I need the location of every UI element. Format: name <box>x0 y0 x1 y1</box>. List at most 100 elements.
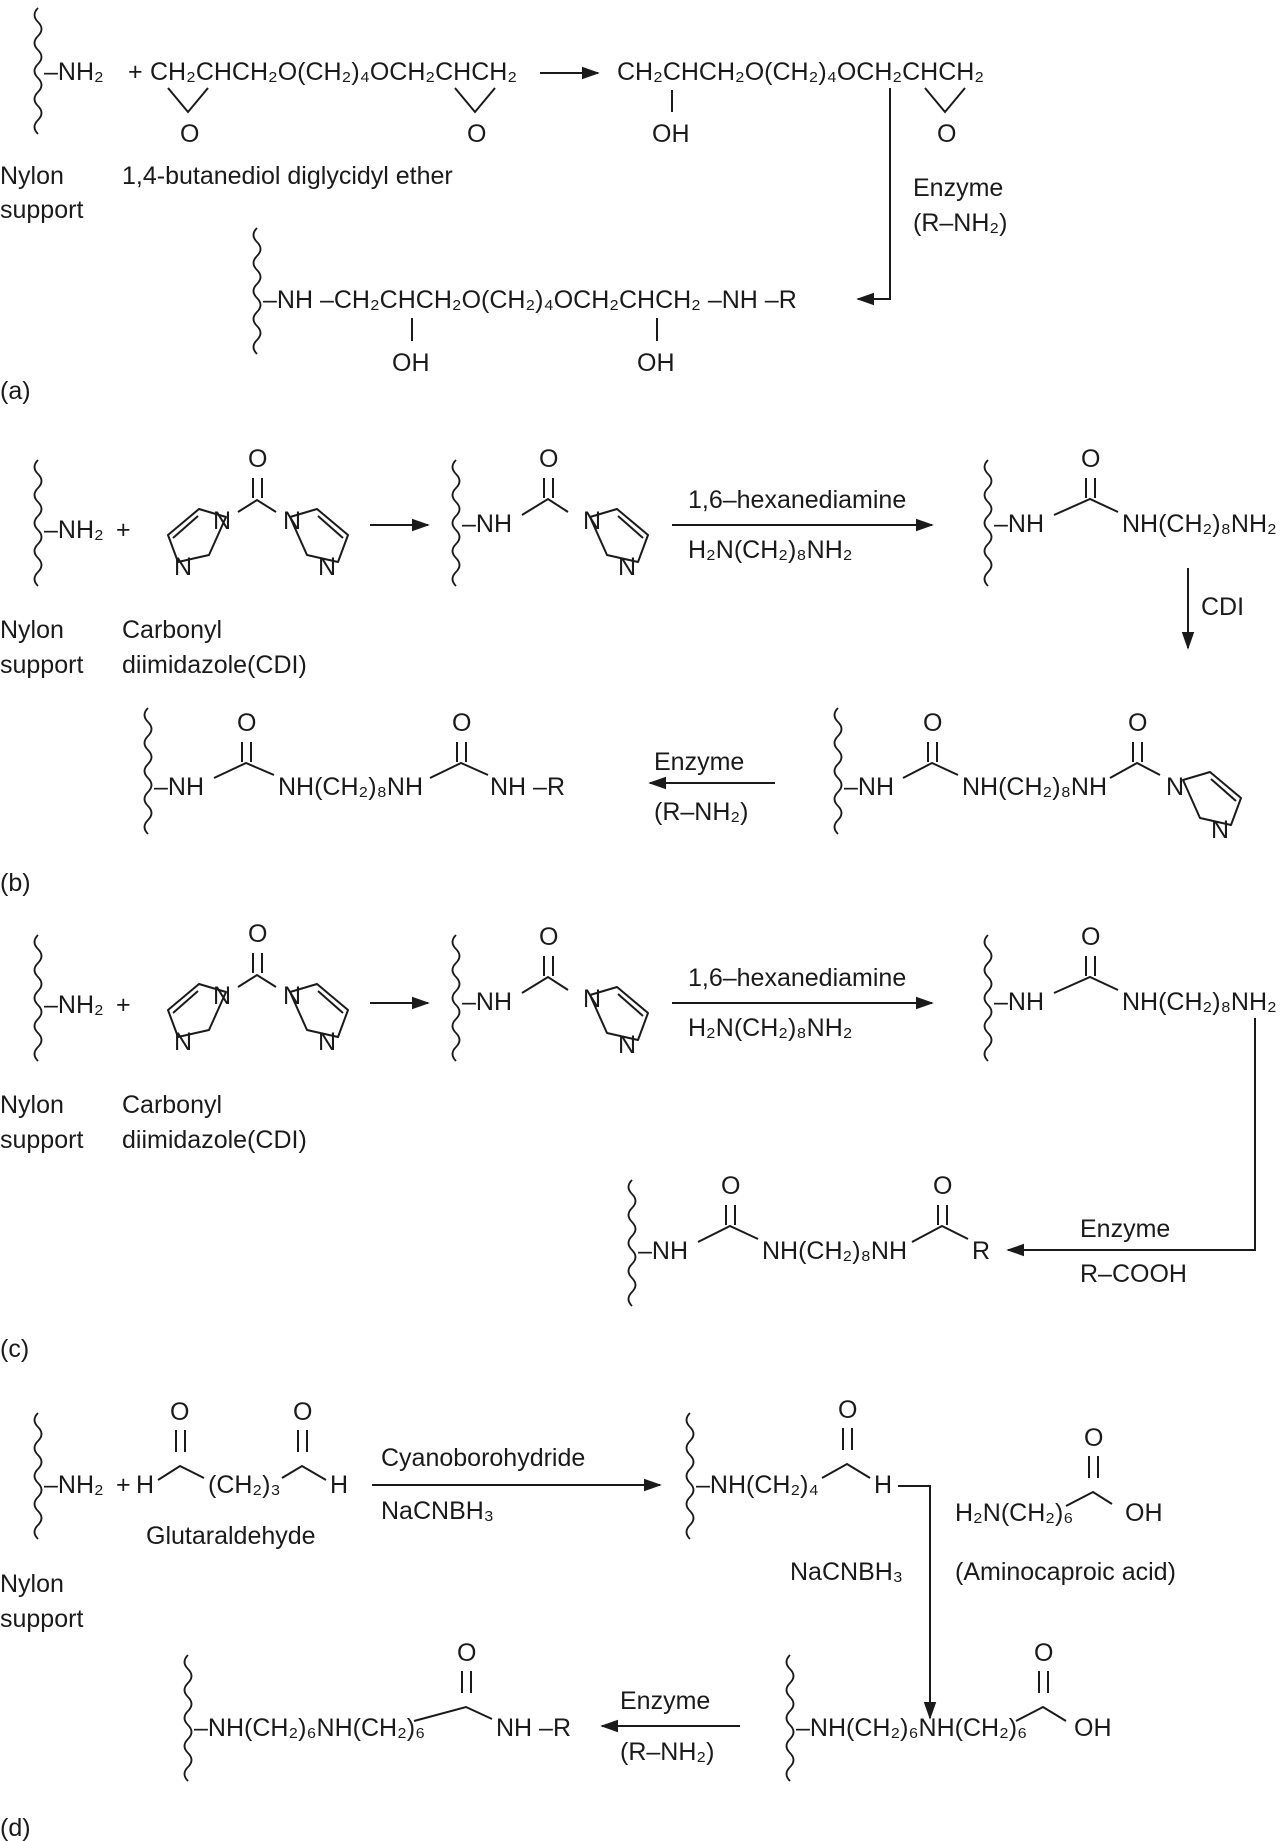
enzyme-label: Enzyme <box>913 174 1003 202</box>
trimethylene-chain: (CH₂)₃ <box>208 1471 281 1499</box>
imidazole-n1-right: N <box>283 982 301 1010</box>
hexanediamine-label: 1,6–hexanediamine <box>688 486 906 514</box>
enzyme-amine-label: (R–NH₂) <box>913 209 1007 237</box>
nylon-label: Nylon <box>0 616 64 644</box>
carboxyl-oxygen: O <box>1084 1424 1103 1452</box>
support-label: support <box>0 196 83 224</box>
support-nh-group: –NH <box>462 510 512 538</box>
aminocaproic-name: (Aminocaproic acid) <box>955 1558 1176 1586</box>
support-nh-group: –NH <box>154 773 204 801</box>
carbonyl-label: Carbonyl <box>122 616 222 644</box>
panel-b: –NH₂ + O N N N N Nylon support Carbonyl … <box>0 445 1277 897</box>
aldehyde-oxygen: O <box>838 1396 857 1424</box>
plus-sign: + <box>116 1471 131 1499</box>
nylon-support-wavy-line <box>451 459 461 587</box>
carbonyl-oxygen: O <box>933 1172 952 1200</box>
aminocaproic-formula: H₂N(CH₂)₆ <box>955 1499 1073 1527</box>
hexanediamine-formula: H₂N(CH₂)₈NH₂ <box>688 536 852 564</box>
nylon-support-wavy-line <box>33 934 43 1062</box>
nylon-support-wavy-line <box>451 934 461 1062</box>
support-nh-group: –NH <box>462 988 512 1016</box>
aldehyde-hydrogen: H <box>874 1471 892 1499</box>
imidazole-n1: N <box>583 507 601 535</box>
imidazole-n3-right: N <box>318 553 336 581</box>
hexanediamine-label: 1,6–hexanediamine <box>688 964 906 992</box>
support-amine-group: –NH₂ <box>44 516 104 544</box>
epoxide-oxygen-remaining: O <box>937 120 956 148</box>
imidazole-ring-left <box>167 983 227 1038</box>
panel-tag-d: (d) <box>0 1814 31 1841</box>
carbonyl-oxygen: O <box>1081 923 1100 951</box>
imidazole-n1: N <box>583 985 601 1013</box>
carbonyl-oxygen: O <box>1081 445 1100 473</box>
panel-a: –NH₂ + CH₂CHCH₂O(CH₂)₄OCH₂CHCH₂ O O Nylo… <box>0 7 1007 405</box>
panel-tag-b: (b) <box>0 869 31 897</box>
nylon-support-wavy-line <box>833 707 843 835</box>
aminobutyl-aldehyde: –NH(CH₂)₄ <box>696 1471 819 1499</box>
support-amine-group: –NH₂ <box>44 58 104 86</box>
immobilized-enzyme-chain: –NH(CH₂)₆NH(CH₂)₆ <box>194 1714 425 1742</box>
hydroxyl-label: OH <box>637 349 675 377</box>
support-label: support <box>0 651 83 679</box>
carbonyl-oxygen: O <box>1128 709 1147 737</box>
reaction-arrow-a2 <box>856 88 891 306</box>
carboxyl-hydroxyl: OH <box>1074 1714 1112 1742</box>
diimidazole-label: diimidazole(CDI) <box>122 1126 307 1154</box>
imidazole-n1-right: N <box>283 507 301 535</box>
immobilized-enzyme-formula: –NH –CH₂CHCH₂O(CH₂)₄OCH₂CHCH₂ –NH –R <box>263 286 797 314</box>
panel-c: –NH₂ + O N N N N Nylon support Carbonyl … <box>0 920 1277 1363</box>
hexanediamine-formula: H₂N(CH₂)₈NH₂ <box>688 1014 852 1042</box>
nylon-label: Nylon <box>0 1091 64 1119</box>
carbonyl-oxygen: O <box>248 920 267 948</box>
carbonyl-oxygen: O <box>248 445 267 473</box>
support-nh-group: –NH <box>844 773 894 801</box>
support-amine-group: –NH₂ <box>44 1471 104 1499</box>
support-label: support <box>0 1605 83 1633</box>
imidazole-n1: N <box>1166 773 1184 801</box>
support-label: support <box>0 1126 83 1154</box>
aldehyde-hydrogen: H <box>136 1471 154 1499</box>
panel-tag-a: (a) <box>0 377 31 405</box>
nylon-label: Nylon <box>0 1570 64 1598</box>
imidazole-ring-right <box>289 983 349 1038</box>
carbonyl-oxygen: O <box>457 1639 476 1667</box>
epoxide-oxygen-left: O <box>180 120 199 148</box>
plus-sign: + <box>116 991 131 1019</box>
imidazole-n3: N <box>618 553 636 581</box>
nacnbh3-label: NaCNBH₃ <box>381 1497 494 1525</box>
bdde-name: 1,4-butanediol diglycidyl ether <box>122 162 453 190</box>
hexamethylene-chain: NH(CH₂)₈NH <box>762 1237 907 1265</box>
carbonyl-oxygen: O <box>539 445 558 473</box>
hydroxyl-label: OH <box>392 349 430 377</box>
aminocaproic-acid-molecule: H₂N(CH₂)₆ O OH <box>955 1424 1163 1527</box>
carboxyl-hydroxyl: OH <box>1125 1499 1163 1527</box>
plus-sign: + <box>128 58 143 86</box>
epoxide-ring-right <box>454 87 496 114</box>
carbonyl-oxygen: O <box>721 1172 740 1200</box>
reaction-arrow-d2 <box>898 1485 937 1720</box>
carboxyl-spacer-chain: –NH(CH₂)₆NH(CH₂)₆ <box>796 1714 1027 1742</box>
nylon-support-wavy-line <box>252 227 262 355</box>
cyanoborohydride-label: Cyanoborohydride <box>381 1444 585 1472</box>
nylon-support-wavy-line <box>785 1654 795 1782</box>
glutaraldehyde-molecule: H O (CH₂)₃ O H <box>136 1398 348 1499</box>
nylon-support-wavy-line <box>143 707 153 835</box>
enzyme-label: Enzyme <box>1080 1215 1170 1243</box>
carbonyl-label: Carbonyl <box>122 1091 222 1119</box>
imidazole-n3-left: N <box>174 1028 192 1056</box>
carbonyl-oxygen: O <box>923 709 942 737</box>
epoxide-ring-remaining <box>924 87 966 114</box>
glutaraldehyde-label: Glutaraldehyde <box>146 1522 316 1550</box>
activated-support-formula: CH₂CHCH₂O(CH₂)₄OCH₂CHCH₂ <box>617 58 984 86</box>
cdi-label: CDI <box>1201 593 1244 621</box>
panel-d: –NH₂ + H O (CH₂)₃ O H Nylon support Glut… <box>0 1396 1176 1841</box>
carbonyl-oxygen: O <box>539 923 558 951</box>
diimidazole-label: diimidazole(CDI) <box>122 651 307 679</box>
support-nh-group: –NH <box>994 510 1044 538</box>
nylon-support-wavy-line <box>983 934 993 1062</box>
enzyme-linkage: NH –R <box>490 773 565 801</box>
panel-tag-c: (c) <box>0 1335 29 1363</box>
aldehyde-oxygen: O <box>293 1398 312 1426</box>
imidazole-n1-left: N <box>213 507 231 535</box>
